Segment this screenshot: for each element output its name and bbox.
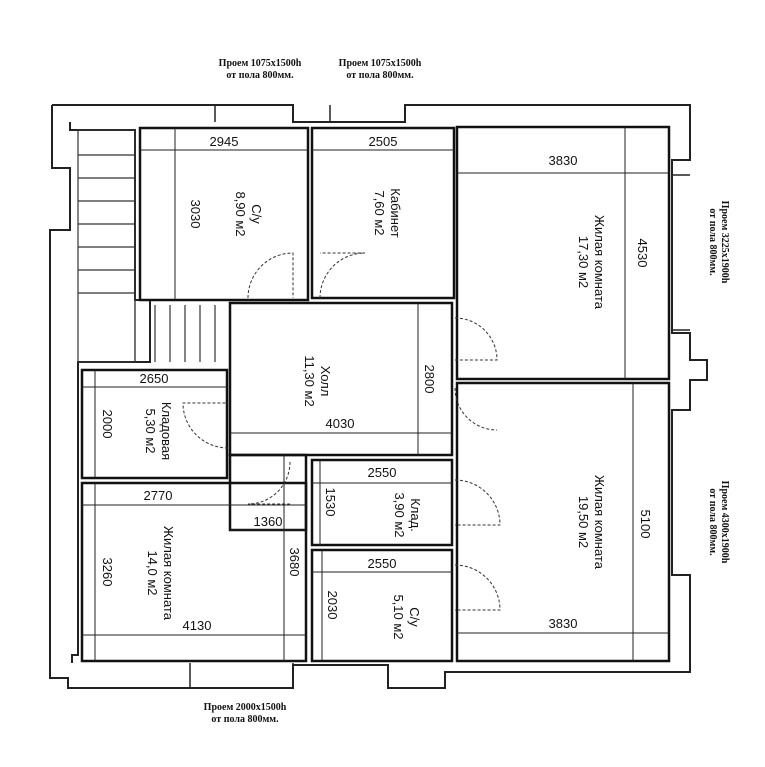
dim-corridor-width: 1360 <box>254 514 283 529</box>
dim-bath-bottom-width: 2550 <box>368 556 397 571</box>
opening-note-line1: Проем 3225x1900h <box>719 200 730 284</box>
dimension-lines <box>82 127 669 661</box>
door-swings <box>182 252 501 611</box>
dim-living-left-width: 2770 <box>144 488 173 503</box>
dim-bath-bottom-height: 2030 <box>325 591 340 620</box>
dim-bath-top-width: 2945 <box>210 134 239 149</box>
dim-hall-height: 2800 <box>422 365 437 394</box>
opening-note-line1: Проем 1075x1500h <box>218 58 302 69</box>
room-label-living-bottom: Жилая комната 19,50 м2 <box>576 475 607 570</box>
room-living-bottom-walls <box>455 381 671 663</box>
dim-hall-width: 4030 <box>326 416 355 431</box>
room-area: 14,0 м2 <box>145 550 160 595</box>
room-label-living-left: Жилая комната 14,0 м2 <box>145 526 176 621</box>
opening-note-line2: от пола 800мм. <box>211 714 279 725</box>
room-label-storage-mid: Клад. 3,90 м2 <box>392 492 423 537</box>
room-name: Кабинет <box>388 188 403 237</box>
room-name: С/у <box>249 204 264 224</box>
opening-note-right-lower: Проем 4300x1900h от пола 800мм. <box>706 462 730 582</box>
room-name: С/у <box>407 607 422 627</box>
room-name: Клад. <box>408 498 423 532</box>
room-area: 7,60 м2 <box>372 190 387 235</box>
dim-storage-left-height: 2000 <box>100 410 115 439</box>
room-label-office: Кабинет 7,60 м2 <box>372 188 403 237</box>
room-storage-left-walls <box>80 368 229 480</box>
opening-note-line1: Проем 2000x1500h <box>203 702 287 713</box>
room-hall-walls <box>228 301 454 457</box>
room-label-bath-bottom: С/у 5,10 м2 <box>391 594 422 639</box>
room-bath-bottom-walls <box>310 548 454 663</box>
dim-storage-mid-width: 2550 <box>368 465 397 480</box>
room-label-storage-left: Кладовая 5,30 м2 <box>143 402 174 460</box>
room-label-living-top: Жилая комната 17,30 м2 <box>576 215 607 310</box>
room-area: 5,10 м2 <box>391 594 406 639</box>
opening-note-line2: от пола 800мм. <box>346 70 414 81</box>
opening-note-line2: от пола 800мм. <box>707 488 718 556</box>
opening-note-line2: от пола 800мм. <box>226 70 294 81</box>
room-name: Жилая комната <box>592 215 607 310</box>
dim-living-bottom-width: 3830 <box>549 616 578 631</box>
room-living-top-walls <box>455 125 671 381</box>
room-office-walls <box>310 126 456 300</box>
opening-note-top-left: Проем 1075x1500h от пола 800мм. <box>200 58 320 82</box>
room-name: Кладовая <box>159 402 174 460</box>
room-name: Жилая комната <box>592 475 607 570</box>
dim-living-top-width: 3830 <box>549 153 578 168</box>
opening-note-right-upper: Проем 3225x1900h от пола 800мм. <box>706 182 730 302</box>
opening-note-line1: Проем 4300x1900h <box>719 480 730 564</box>
opening-note-line2: от пола 800мм. <box>707 208 718 276</box>
interior-walls <box>80 125 671 663</box>
dim-living-bottom-height: 5100 <box>638 510 653 539</box>
staircase <box>77 129 216 363</box>
dim-corridor-height: 3680 <box>287 548 302 577</box>
dim-storage-mid-height: 1530 <box>323 488 338 517</box>
room-area: 17,30 м2 <box>576 236 591 288</box>
room-area: 5,30 м2 <box>143 408 158 453</box>
opening-note-line1: Проем 1075x1500h <box>338 58 422 69</box>
room-name: Холл <box>318 366 333 397</box>
room-label-hall: Холл 11,30 м2 <box>302 355 333 406</box>
opening-note-bottom: Проем 2000x1500h от пола 800мм. <box>185 702 305 726</box>
room-area: 11,30 м2 <box>302 355 317 406</box>
window-marks <box>189 105 690 688</box>
opening-note-top-right: Проем 1075x1500h от пола 800мм. <box>320 58 440 82</box>
dim-bath-top-height: 3030 <box>188 200 203 229</box>
room-name: Жилая комната <box>161 526 176 621</box>
room-storage-mid-walls <box>310 458 454 547</box>
room-living-left-walls <box>80 481 308 663</box>
room-label-bath-top: С/у 8,90 м2 <box>233 191 264 236</box>
room-area: 8,90 м2 <box>233 191 248 236</box>
room-bath-top-walls <box>138 126 310 302</box>
room-area: 19,50 м2 <box>576 496 591 548</box>
dim-living-top-height: 4530 <box>635 239 650 268</box>
dim-living-left-height: 3260 <box>100 558 115 587</box>
dim-office-width: 2505 <box>369 134 398 149</box>
dim-living-left-length: 4130 <box>183 618 212 633</box>
room-area: 3,90 м2 <box>392 492 407 537</box>
dim-storage-left-width: 2650 <box>140 371 169 386</box>
